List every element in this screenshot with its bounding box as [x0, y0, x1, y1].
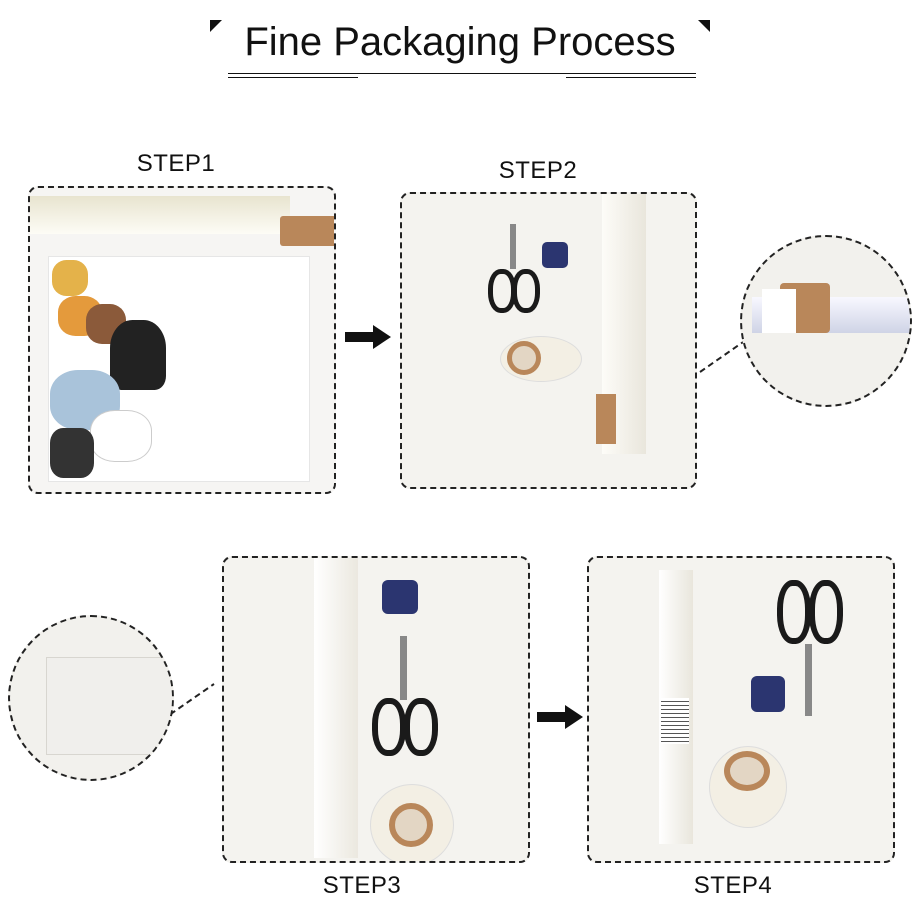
step1-label: STEP1	[136, 150, 216, 177]
scissors-icon	[372, 636, 438, 760]
step4-photo	[587, 556, 895, 863]
step3-label: STEP3	[322, 872, 402, 899]
step1-photo	[28, 186, 336, 494]
shipping-label	[661, 698, 689, 744]
white-box	[314, 558, 358, 858]
kraft-tube-end	[596, 394, 616, 444]
step2-label: STEP2	[498, 157, 578, 184]
packing-tape-roll	[500, 336, 582, 382]
kraft-tube-end	[280, 216, 334, 246]
title-underline-right	[566, 77, 696, 78]
title-underline-left	[228, 77, 358, 78]
arrow-right-icon	[537, 705, 583, 729]
arrow-right-icon	[345, 325, 391, 349]
step2-photo	[400, 192, 697, 489]
step3-photo	[222, 556, 530, 863]
packing-tape-roll	[709, 746, 787, 828]
scissors-icon	[488, 224, 540, 314]
white-tube	[30, 196, 290, 234]
title-corner-left	[210, 20, 222, 32]
title-corner-right	[698, 20, 710, 32]
tape-measure-icon	[751, 676, 785, 712]
tape-measure-icon	[542, 242, 568, 268]
scissors-icon	[777, 580, 843, 720]
tube-end-closeup	[740, 235, 912, 407]
box-corner-closeup	[8, 615, 174, 781]
step4-label: STEP4	[693, 872, 773, 899]
dog-illustration	[50, 260, 170, 478]
page-title: Fine Packaging Process	[244, 20, 676, 64]
tape-measure-icon	[382, 580, 418, 614]
packing-tape-roll	[370, 784, 454, 861]
title-underline	[228, 73, 696, 74]
